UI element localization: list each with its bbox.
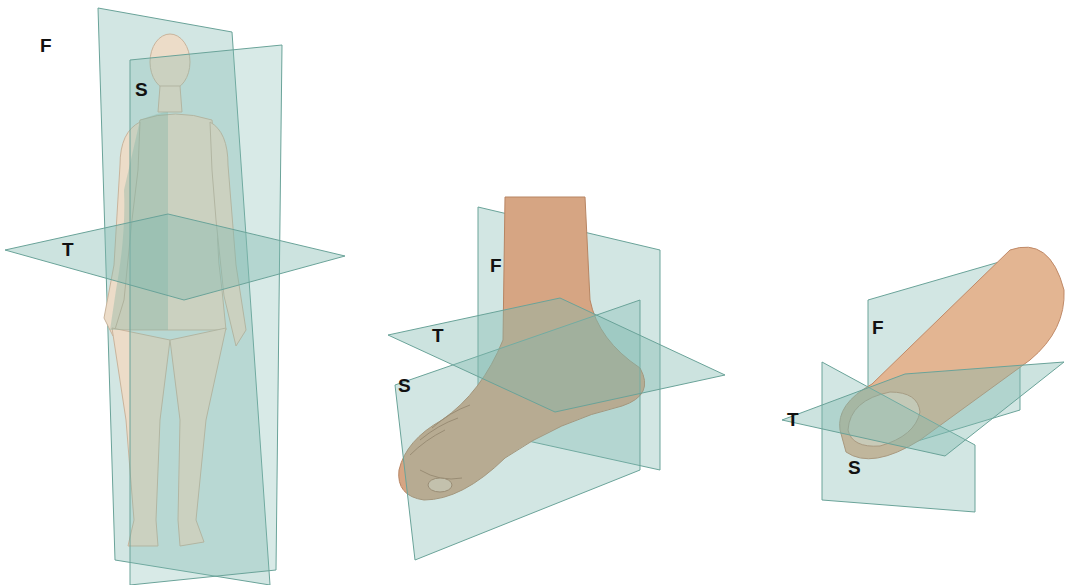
- plane-label: S: [848, 458, 861, 477]
- plane-label: F: [40, 36, 52, 55]
- foot-figure: [388, 197, 725, 560]
- transverse-plane: [5, 214, 345, 300]
- plane-label: T: [787, 410, 799, 429]
- plane-label: S: [135, 80, 148, 99]
- toe-figure: [782, 247, 1064, 512]
- plane-label: T: [432, 326, 444, 345]
- plane-label: S: [398, 376, 411, 395]
- plane-label: F: [490, 256, 502, 275]
- transverse-plane: [388, 298, 725, 412]
- transverse-plane: [782, 362, 1064, 456]
- sagittal-plane: [130, 45, 282, 585]
- body-figure: [5, 8, 345, 585]
- plane-label: F: [872, 318, 884, 337]
- plane-label: T: [62, 240, 74, 259]
